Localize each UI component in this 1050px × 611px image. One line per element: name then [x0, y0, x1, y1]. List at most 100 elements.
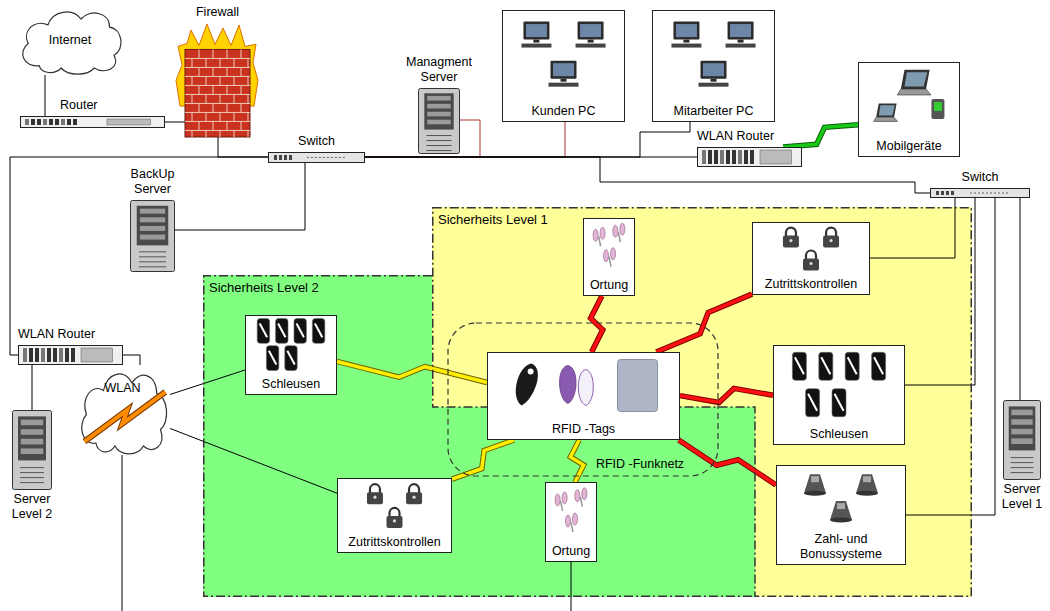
drawing-rect — [448, 323, 718, 476]
network-wire — [32, 365, 33, 410]
drawing-ellipse — [582, 488, 587, 500]
drawing-rect — [676, 24, 697, 37]
drawing-rect — [285, 346, 297, 371]
drawing-rect — [274, 155, 277, 160]
drawing-line — [199, 85, 200, 94]
server-icon-shape — [1003, 400, 1041, 480]
drawing-path — [82, 374, 167, 454]
drawing-line — [192, 94, 193, 103]
drawing-rect — [131, 201, 175, 272]
drawing-rect — [523, 22, 549, 40]
drawing-line — [185, 67, 250, 68]
drawing-path — [433, 208, 972, 597]
drawing-rect — [931, 189, 1030, 198]
drawing-rect — [811, 476, 819, 482]
network-wire — [218, 137, 268, 157]
drawing-line — [220, 112, 221, 121]
drawing-path — [856, 474, 878, 493]
node-label: Schleusen — [262, 377, 320, 392]
drawing-path — [260, 324, 267, 338]
drawing-rect — [1009, 406, 1036, 450]
server-icon: Server Level 2 — [12, 410, 52, 490]
drawing-rect — [107, 119, 151, 125]
drawing-line — [241, 49, 242, 58]
pc-group-box: Kunden PC — [502, 10, 625, 122]
drawing-line — [213, 121, 214, 130]
drawing-ellipse — [593, 229, 598, 241]
network-wire — [365, 157, 930, 193]
drawing-rect — [246, 316, 337, 395]
drawing-rect — [578, 22, 604, 40]
drawing-line — [192, 58, 193, 67]
node-label: Server Level 1 — [999, 482, 1045, 512]
drawing-rect — [845, 352, 859, 380]
drawing-rect — [1011, 429, 1032, 435]
network-wire — [122, 455, 123, 611]
drawing-rect — [720, 150, 724, 164]
drawing-circle — [412, 496, 415, 499]
rfid-tag-box: RFID -Tags — [487, 352, 680, 440]
drawing-line — [206, 112, 207, 121]
node-label: Ortung — [552, 544, 590, 559]
drawing-line — [1011, 467, 1034, 468]
drawing-line — [307, 157, 346, 158]
radio-link-outline — [783, 125, 858, 147]
drawing-line — [599, 236, 601, 246]
drawing-path — [85, 392, 166, 442]
drawing-rect — [698, 148, 802, 167]
network-wire — [175, 163, 305, 230]
drawing-g — [23, 12, 121, 74]
drawing-rect — [23, 348, 27, 362]
node-label: Zutrittskontrollen — [348, 535, 440, 550]
drawing-path — [390, 508, 400, 517]
drawing-rect — [21, 448, 43, 454]
drawing-line — [185, 94, 250, 95]
drawing-line — [1011, 462, 1034, 463]
drawing-path — [874, 117, 898, 121]
drawing-g — [584, 219, 635, 296]
drawing-rect — [783, 236, 799, 248]
drawing-path — [806, 250, 816, 259]
drawing-rect — [31, 119, 35, 125]
drawing-rect — [753, 223, 870, 295]
drawing-rect — [738, 150, 742, 164]
radio-link — [783, 125, 858, 147]
node-label: Server Level 2 — [7, 492, 57, 522]
drawing-line — [213, 49, 214, 58]
switch-icon-shape — [268, 152, 365, 163]
drawing-path — [821, 357, 830, 374]
drawing-rect — [29, 348, 33, 362]
router-icon-shape — [20, 116, 165, 128]
server-icon-shape — [130, 200, 175, 272]
drawing-line — [234, 130, 235, 137]
node-label: Managment Server — [399, 55, 479, 85]
drawing-line — [199, 67, 200, 76]
node-label: Schleusen — [810, 427, 868, 442]
payment-box: Zahl- und Bonussysteme — [776, 465, 906, 565]
drawing-line — [220, 58, 221, 67]
drawing-rect — [701, 61, 727, 79]
drawing-line — [206, 130, 207, 137]
drawing-rect — [931, 99, 944, 119]
network-wire — [365, 122, 565, 157]
drawing-path — [287, 351, 294, 365]
drawing-line — [185, 58, 250, 59]
drawing-path — [795, 357, 804, 374]
drawing-rect — [671, 44, 701, 48]
node-label: Mitarbeiter PC — [674, 104, 754, 119]
drawing-rect — [294, 319, 306, 344]
drawing-line — [20, 477, 44, 478]
drawing-line — [241, 67, 242, 76]
drawing-path — [370, 484, 380, 493]
server-icon: Managment Server — [418, 88, 460, 154]
drawing-g — [176, 24, 258, 137]
node-label: WLAN Router — [697, 129, 774, 144]
drawing-rect — [728, 22, 754, 40]
drawing-line — [185, 103, 250, 104]
drawing-line — [192, 112, 193, 121]
drawing-rect — [269, 153, 365, 163]
rfid-zone: RFID -TagsRFID -Funknetz — [447, 322, 719, 477]
drawing-rect — [546, 483, 597, 562]
drawing-ellipse — [856, 491, 878, 496]
drawing-rect — [13, 411, 52, 490]
